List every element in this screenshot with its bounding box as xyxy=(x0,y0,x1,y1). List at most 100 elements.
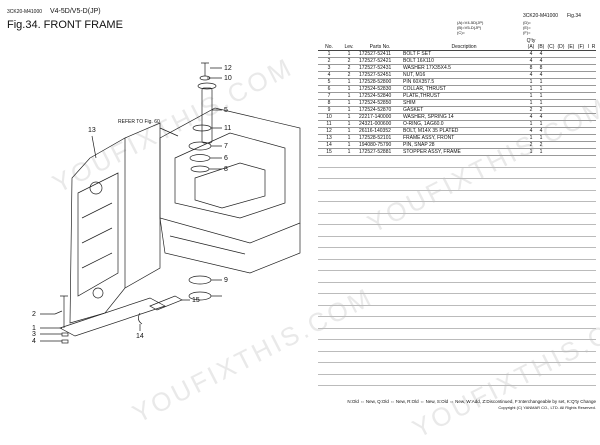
row-qty-b: 1 xyxy=(536,85,546,93)
blank-cell xyxy=(566,316,576,329)
row-qty-b: 2 xyxy=(536,106,546,114)
row-empty-cell xyxy=(556,134,566,142)
blank-cell xyxy=(576,362,586,375)
blank-cell xyxy=(576,247,586,260)
blank-cell xyxy=(402,282,526,294)
blank-cell xyxy=(318,190,340,202)
blank-cell xyxy=(318,282,340,294)
row-empty-cell xyxy=(586,85,591,93)
callout-3: 3 xyxy=(32,331,36,338)
col-description: Description xyxy=(402,37,526,51)
row-empty-cell xyxy=(556,99,566,107)
row-empty-cell xyxy=(576,113,586,121)
blank-cell xyxy=(566,190,576,202)
row-no: 4 xyxy=(318,71,340,79)
qty-legend-right: (D)= (E)= (F)= xyxy=(523,20,531,35)
blank-cell xyxy=(586,201,591,214)
row-empty-cell xyxy=(586,50,591,58)
row-empty-cell xyxy=(586,134,591,142)
blank-cell xyxy=(546,236,556,248)
row-qty-a: 8 xyxy=(526,64,536,72)
blank-cell xyxy=(536,270,546,283)
legend-c: (C)= xyxy=(457,30,465,35)
blank-cell xyxy=(358,351,402,363)
blank-cell xyxy=(340,167,358,179)
row-no: 15 xyxy=(318,148,340,156)
row-description: GASKET xyxy=(402,106,526,114)
row-empty-cell xyxy=(576,148,586,156)
blank-cell xyxy=(566,224,576,237)
row-no: 8 xyxy=(318,99,340,107)
blank-cell xyxy=(526,351,536,363)
blank-row xyxy=(318,247,596,260)
row-part-no: 172527-52421 xyxy=(358,57,402,65)
blank-row xyxy=(318,259,596,271)
pin-5 xyxy=(201,87,213,144)
col-lev: Lev. xyxy=(340,37,358,51)
blank-cell xyxy=(566,362,576,375)
callout-4: 4 xyxy=(32,338,36,345)
blank-cell xyxy=(526,293,536,306)
blank-cell xyxy=(358,259,402,271)
blank-cell xyxy=(556,259,566,271)
blank-cell xyxy=(526,247,536,260)
row-empty-cell xyxy=(566,141,576,149)
row-lev: 1 xyxy=(340,134,358,142)
row-empty-cell xyxy=(586,78,591,86)
row-qty-b: 1 xyxy=(536,120,546,128)
row-qty-b: 8 xyxy=(536,64,546,72)
blank-row xyxy=(318,293,596,306)
row-empty-cell xyxy=(591,148,596,156)
blank-row xyxy=(318,190,596,202)
blank-cell xyxy=(586,362,591,375)
row-empty-cell xyxy=(576,134,586,142)
blank-cell xyxy=(402,259,526,271)
blank-row xyxy=(318,316,596,329)
row-empty-cell xyxy=(556,113,566,121)
blank-cell xyxy=(586,190,591,202)
row-empty-cell xyxy=(576,57,586,65)
qty-heading: Q'ty xyxy=(526,38,536,44)
blank-cell xyxy=(526,190,536,202)
blank-cell xyxy=(576,167,586,179)
blank-cell xyxy=(546,178,556,191)
row-qty-a: 1 xyxy=(526,92,536,100)
row-empty-cell xyxy=(556,85,566,93)
blank-cell xyxy=(576,259,586,271)
row-empty-cell xyxy=(576,85,586,93)
row-empty-cell xyxy=(586,92,591,100)
blank-cell xyxy=(566,293,576,306)
callout-11: 11 xyxy=(224,125,231,132)
snap-pin-14 xyxy=(138,312,143,325)
blank-cell xyxy=(556,339,566,352)
blank-row xyxy=(318,305,596,317)
blank-cell xyxy=(526,282,536,294)
blank-cell xyxy=(576,293,586,306)
blank-cell xyxy=(526,213,536,225)
blank-cell xyxy=(358,224,402,237)
row-empty-cell xyxy=(546,120,556,128)
row-qty-a: 1 xyxy=(526,99,536,107)
right-doc-code: 3CK20-M41000 xyxy=(523,13,559,19)
row-lev: 1 xyxy=(340,127,358,135)
row-empty-cell xyxy=(546,127,556,135)
row-qty-a: 1 xyxy=(526,148,536,156)
row-qty-a: 4 xyxy=(526,113,536,121)
front-frame-side xyxy=(124,122,161,289)
blank-row xyxy=(318,201,596,214)
frame-hole-lower xyxy=(92,287,104,299)
blank-cell xyxy=(402,328,526,340)
blank-cell xyxy=(556,247,566,260)
blank-cell xyxy=(402,270,526,283)
row-empty-cell xyxy=(576,78,586,86)
row-no: 5 xyxy=(318,78,340,86)
blank-cell xyxy=(591,167,596,179)
gasket-9-upper xyxy=(188,275,212,285)
blank-cell xyxy=(586,316,591,329)
blank-cell xyxy=(358,316,402,329)
row-no: 14 xyxy=(318,141,340,149)
